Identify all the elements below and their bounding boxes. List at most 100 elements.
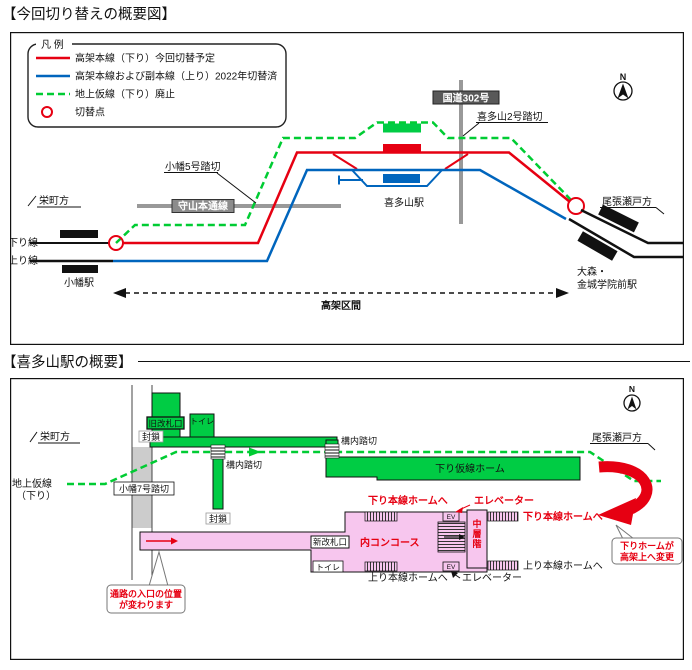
- stairs-direction-arrow: [444, 534, 465, 540]
- svg-text:通路の入口の位置: 通路の入口の位置: [110, 588, 182, 599]
- obata-platform-down: [60, 230, 98, 238]
- obata-station: 下り線 上り線 小幡駅: [10, 230, 113, 289]
- svg-text:が変わります: が変わります: [119, 599, 173, 610]
- down-temp-platform: [325, 456, 581, 481]
- compass-icon-2: N: [623, 384, 641, 412]
- stairs-bottom-right: [487, 560, 519, 571]
- kitayama-station-label: 喜多山駅: [384, 196, 424, 209]
- omori-label-1: 大森・: [577, 265, 607, 278]
- sakaemachi-direction: 栄町方: [27, 194, 81, 208]
- to-down-platform-label-2: 下り本線ホームへ: [523, 510, 603, 523]
- omori-platform-1: [598, 204, 639, 233]
- overview-diagram: 凡 例 高架本線（下り）今回切替予定 高架本線および副本線（上り）2022年切替…: [10, 32, 684, 345]
- overview-box-border: [10, 32, 684, 345]
- elevated-section-label: 高架区間: [321, 299, 361, 312]
- omori-platform-2: [577, 231, 618, 261]
- old-gate-building: [151, 392, 181, 418]
- stairs-top-right: [487, 511, 519, 522]
- obata5-crossing-label: 小幡5号踏切: [164, 160, 257, 204]
- to-up-platform-label-1: 上り本線ホームへ: [368, 571, 448, 584]
- svg-text:封鎖: 封鎖: [142, 431, 160, 442]
- siding-loop-blue: [351, 169, 443, 187]
- svg-text:エレベーター: エレベーター: [474, 495, 534, 507]
- svg-text:高架上へ変更: 高架上へ変更: [620, 551, 675, 562]
- sakaemachi-direction-2: 栄町方: [29, 430, 80, 444]
- obata7-crossing-label: 小幡7号踏切: [113, 481, 175, 496]
- arrowhead-right: [556, 288, 569, 298]
- stairs-top-left: [364, 511, 398, 522]
- switch-point-east: [567, 197, 585, 215]
- svg-text:小幡7号踏切: 小幡7号踏切: [119, 483, 169, 494]
- blocked-label-1: 封鎖: [138, 430, 164, 443]
- svg-text:尾張瀬戸方: 尾張瀬戸方: [592, 431, 642, 444]
- ev-label-bottom: EV: [447, 564, 456, 571]
- svg-text:（下り）: （下り）: [16, 490, 56, 502]
- track-elevated-down-red: [123, 151, 571, 245]
- moriyama-label: 守山本通線: [178, 200, 228, 213]
- svg-text:下りホームが: 下りホームが: [620, 540, 675, 551]
- svg-text:栄町方: 栄町方: [39, 194, 69, 207]
- callout-platform-change: 下りホームが 高架上へ変更: [611, 524, 683, 565]
- elevator-box-bottom: EV: [442, 561, 460, 572]
- obata-platform-up: [62, 265, 98, 273]
- svg-text:トイレ: トイレ: [316, 563, 340, 572]
- elevated-section-span: 高架区間: [113, 288, 569, 312]
- station-crossing-1: 構内踏切: [210, 444, 262, 470]
- crossover-right: [444, 153, 469, 170]
- legend-item-2: 地上仮線（下り）廃止: [75, 88, 175, 101]
- concourse-label: 内コンコース: [360, 536, 420, 549]
- corridor-direction-arrow: [146, 537, 178, 545]
- svg-text:栄町方: 栄町方: [40, 430, 70, 443]
- new-gate-label: 新改札口: [310, 535, 350, 549]
- track-elevated-up-blue: [113, 168, 567, 263]
- route302-label: 国道302号: [443, 92, 490, 105]
- legend-swatch-circle: [41, 106, 53, 118]
- compass-icon: N: [613, 72, 633, 101]
- ground-temp-label: 地上仮線 （下り）: [12, 477, 56, 502]
- compass-n-label: N: [620, 72, 627, 82]
- station-title-row: 【喜多山駅の概要】: [2, 351, 690, 372]
- new-toilet-label: トイレ: [312, 560, 344, 573]
- legend-item-1: 高架本線および副本線（上り）2022年切替済: [75, 70, 277, 83]
- to-up-platform-label-2: 上り本線ホームへ: [523, 559, 603, 572]
- svg-text:尾張瀬戸方: 尾張瀬戸方: [602, 195, 652, 208]
- svg-text:喜多山2号踏切: 喜多山2号踏切: [477, 110, 543, 123]
- blocked-label-2: 封鎖: [205, 512, 231, 525]
- obata-station-label: 小幡駅: [64, 276, 94, 289]
- kitayama2-crossing-label: 喜多山2号踏切: [462, 110, 548, 137]
- platform-change-arrow: [598, 461, 653, 525]
- old-walkway: [149, 436, 338, 448]
- crossover-left: [332, 153, 358, 170]
- elevator-label-bottom: エレベーター: [451, 571, 522, 584]
- direction-arrowhead-green: [249, 447, 261, 457]
- svg-text:小幡5号踏切: 小幡5号踏切: [165, 160, 221, 173]
- new-down-platform-red: [383, 144, 421, 152]
- up-platform-blue: [383, 174, 420, 183]
- legend: 凡 例 高架本線（下り）今回切替予定 高架本線および副本線（上り）2022年切替…: [27, 38, 287, 128]
- temp-platform-green: [383, 123, 421, 133]
- owari-seto-direction: 尾張瀬戸方: [600, 195, 665, 215]
- svg-text:エレベーター: エレベーター: [462, 572, 522, 584]
- to-down-platform-label-1: 下り本線ホームへ: [368, 494, 448, 507]
- legend-item-0: 高架本線（下り）今回切替予定: [75, 52, 215, 65]
- kitayama-station-platforms: 喜多山駅: [383, 123, 424, 209]
- switch-point-west: [108, 235, 124, 251]
- svg-text:新改札口: 新改札口: [313, 537, 347, 547]
- omori-label-2: 金城学院前駅: [577, 278, 637, 291]
- station-box-border: [10, 378, 684, 660]
- station-diagram: N 地上仮線 （下り） 小幡7号踏切 トイレ 旧改札口: [10, 378, 684, 660]
- elevator-label-top: エレベーター: [455, 495, 534, 513]
- ev-label-top: EV: [447, 514, 456, 521]
- svg-text:封鎖: 封鎖: [209, 513, 227, 524]
- arrowhead-left: [113, 288, 126, 298]
- stub-track-blue: [338, 175, 363, 185]
- title-rule: [137, 361, 690, 362]
- omori-station: 大森・ 金城学院前駅: [568, 204, 684, 291]
- overview-title: 【今回切り替えの概要図】: [2, 7, 176, 23]
- middle-floor-block: [466, 509, 488, 569]
- down-line-label: 下り線: [10, 236, 38, 249]
- svg-text:地上仮線: 地上仮線: [12, 477, 52, 490]
- track-ground-temp-green: [115, 121, 573, 244]
- station-crossing-2: 構内踏切: [324, 435, 377, 459]
